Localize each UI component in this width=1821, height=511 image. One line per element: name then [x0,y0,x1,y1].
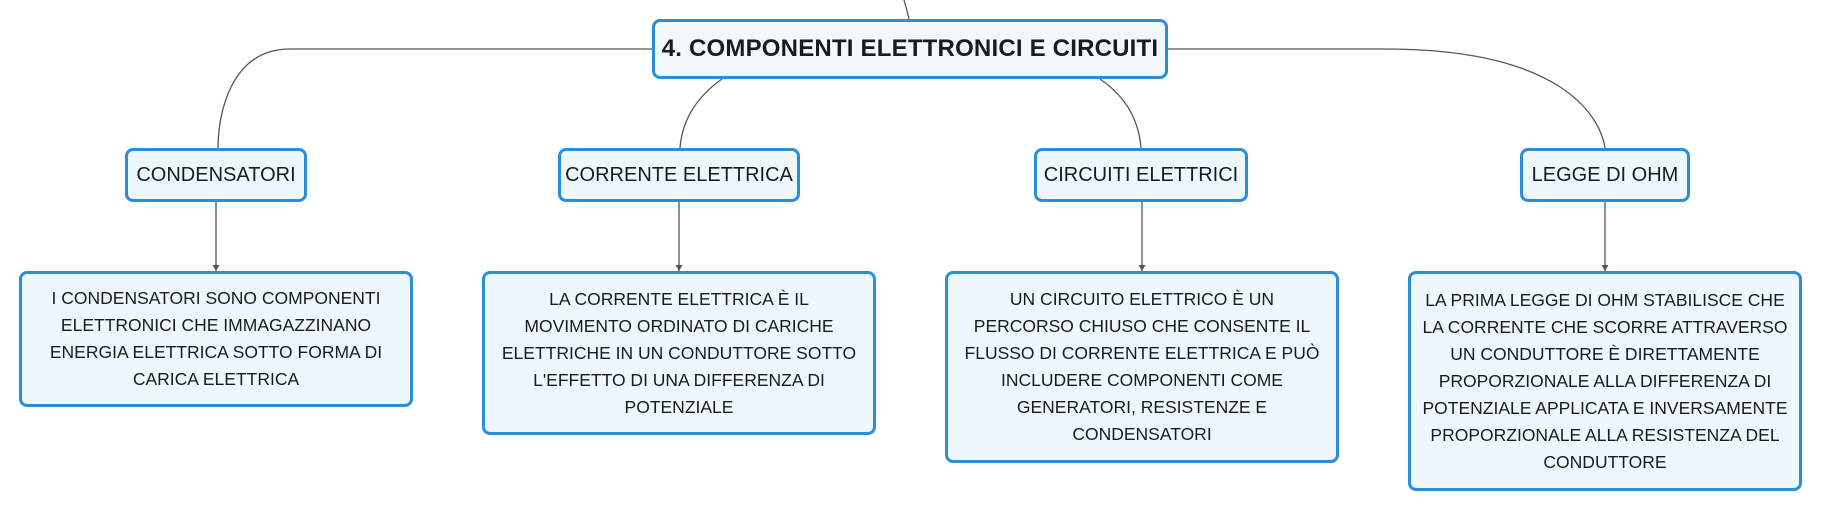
arrowhead-corrente [675,265,683,271]
root-topic[interactable]: 4. COMPONENTI ELETTRONICI E CIRCUITI [652,19,1168,79]
arrowhead-condensatori [212,265,220,271]
subtopic-circuiti-description[interactable]: UN CIRCUITO ELETTRICO È UN PERCORSO CHIU… [945,271,1339,463]
description-text: I CONDENSATORI SONO COMPONENTI ELETTRONI… [49,288,383,389]
connector-root-ohm [1168,48,1606,149]
topic-legge-di-ohm[interactable]: LEGGE DI OHM [1520,148,1690,202]
topic-label: CORRENTE ELETTRICA [565,163,793,186]
arrowhead-circuiti [1138,265,1146,271]
description-text: UN CIRCUITO ELETTRICO È UN PERCORSO CHIU… [964,289,1320,444]
root-topic-title: 4. COMPONENTI ELETTRONICI E CIRCUITI [661,35,1159,62]
topic-label: CIRCUITI ELETTRICI [1043,163,1239,186]
description-text: LA PRIMA LEGGE DI OHM STABILISCE CHE LA … [1422,289,1788,472]
subtopic-condensatori-description[interactable]: I CONDENSATORI SONO COMPONENTI ELETTRONI… [19,271,413,407]
connector-root-condensatori [217,48,652,149]
connector-root-circuiti [1099,78,1142,149]
topic-label: CONDENSATORI [136,163,296,186]
subtopic-ohm-description[interactable]: LA PRIMA LEGGE DI OHM STABILISCE CHE LA … [1408,271,1802,491]
description-text: LA CORRENTE ELETTRICA È IL MOVIMENTO ORD… [501,288,857,417]
subtopic-corrente-description[interactable]: LA CORRENTE ELETTRICA È IL MOVIMENTO ORD… [482,271,876,435]
topic-label: LEGGE DI OHM [1531,163,1679,186]
arrowhead-ohm [1601,265,1609,271]
topic-circuiti-elettrici[interactable]: CIRCUITI ELETTRICI [1034,148,1248,202]
topic-corrente-elettrica[interactable]: CORRENTE ELETTRICA [558,148,800,202]
connector-root-corrente [679,78,723,149]
topic-condensatori[interactable]: CONDENSATORI [125,148,307,202]
connector-parent-incoming [903,0,910,20]
